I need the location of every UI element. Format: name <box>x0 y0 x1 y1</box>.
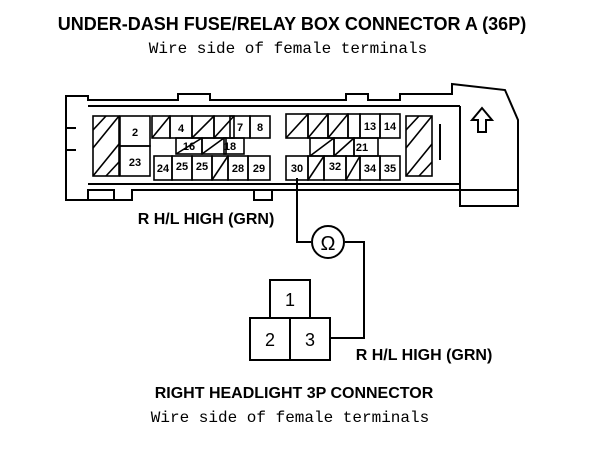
pin-label: 23 <box>129 157 141 169</box>
pin-label: 4 <box>178 123 185 135</box>
headlight-pin-1: 1 <box>285 290 295 310</box>
pin-label: 32 <box>329 161 341 173</box>
pin-label: 25 <box>196 161 208 173</box>
pin-label: 16 <box>183 141 195 153</box>
connector-a-right-block <box>285 113 433 181</box>
pin-label: 14 <box>384 121 397 133</box>
pin-label: 34 <box>364 163 377 175</box>
pin-label: 2 <box>132 127 138 139</box>
wire-label-bottom: R H/L HIGH (GRN) <box>356 347 493 364</box>
headlight-connector <box>249 279 331 361</box>
connector-title: RIGHT HEADLIGHT 3P CONNECTOR <box>155 385 434 402</box>
headlight-pin-2: 2 <box>265 330 275 350</box>
test-wires <box>296 178 365 339</box>
connector-a-left-block <box>92 115 271 181</box>
connector-subtitle: Wire side of female terminals <box>151 409 429 427</box>
ohmmeter: Ω <box>311 225 345 259</box>
wire-label-top: R H/L HIGH (GRN) <box>138 211 275 228</box>
up-arrow-icon <box>469 106 495 133</box>
pin-label: 28 <box>232 163 244 175</box>
page-title: UNDER-DASH FUSE/RELAY BOX CONNECTOR A (3… <box>58 14 526 34</box>
pin-label: 18 <box>224 141 236 153</box>
pin-label: 29 <box>253 163 265 175</box>
pin-label: 21 <box>356 142 368 154</box>
pin-label: 30 <box>291 163 303 175</box>
connector-a-pin-labels: 2 23 4 7 8 16 18 24 25 25 28 29 13 14 21… <box>129 121 397 175</box>
pin-label: 25 <box>176 161 188 173</box>
pin-label: 7 <box>237 122 243 134</box>
connector-a-housing <box>65 82 519 207</box>
pin-label: 8 <box>257 122 263 134</box>
pin-label: 24 <box>157 163 170 175</box>
page-subtitle: Wire side of female terminals <box>149 40 427 58</box>
pin-label: 35 <box>384 163 396 175</box>
ohm-symbol: Ω <box>321 233 336 255</box>
pin-label: 13 <box>364 121 376 133</box>
headlight-pin-3: 3 <box>305 330 315 350</box>
